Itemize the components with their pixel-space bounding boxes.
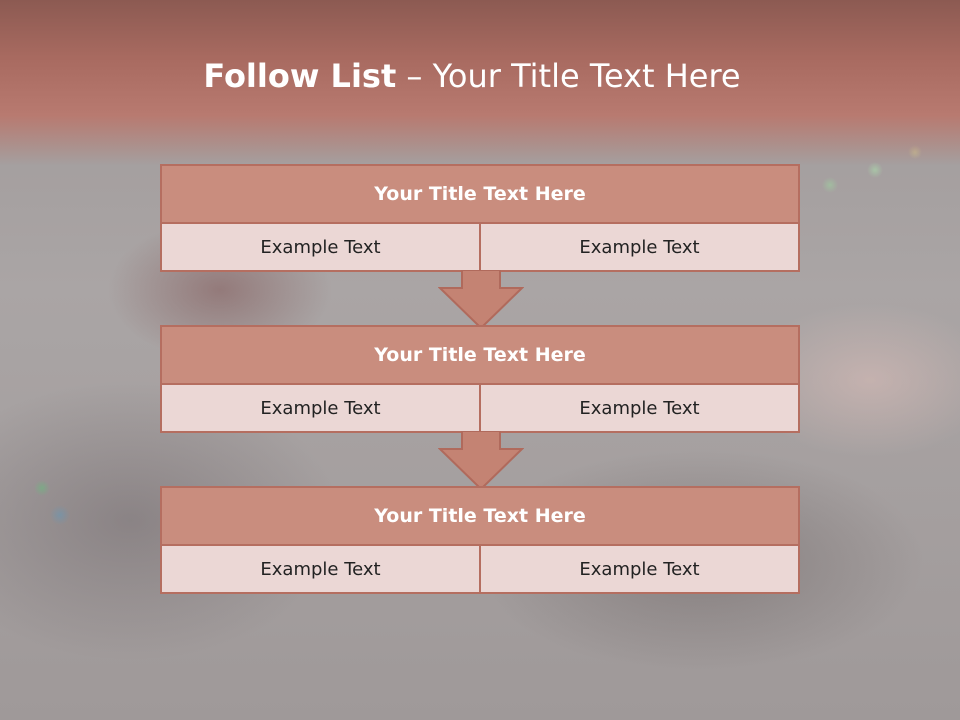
list-block-1: Your Title Text Here Example Text Exampl… — [160, 164, 800, 272]
block-cells: Example Text Example Text — [162, 546, 798, 592]
block-cell-right: Example Text — [479, 224, 798, 270]
block-cell-right: Example Text — [479, 385, 798, 431]
down-arrow-icon — [438, 270, 524, 330]
list-block-3: Your Title Text Here Example Text Exampl… — [160, 486, 800, 594]
down-arrow-icon — [438, 431, 524, 491]
block-cell-right: Example Text — [479, 546, 798, 592]
block-cell-left: Example Text — [260, 236, 381, 258]
block-header: Your Title Text Here — [162, 166, 798, 224]
block-cells: Example Text Example Text — [162, 224, 798, 270]
block-header: Your Title Text Here — [162, 488, 798, 546]
block-cell-left: Example Text — [260, 558, 381, 580]
slide-title-bold: Follow List — [203, 57, 397, 95]
slide-title-rest: – Your Title Text Here — [406, 57, 741, 95]
block-cells: Example Text Example Text — [162, 385, 798, 431]
block-cell-left: Example Text — [260, 397, 381, 419]
slide-title: Follow List – Your Title Text Here — [0, 54, 944, 98]
list-block-2: Your Title Text Here Example Text Exampl… — [160, 325, 800, 433]
block-header: Your Title Text Here — [162, 327, 798, 385]
title-band — [0, 0, 960, 165]
